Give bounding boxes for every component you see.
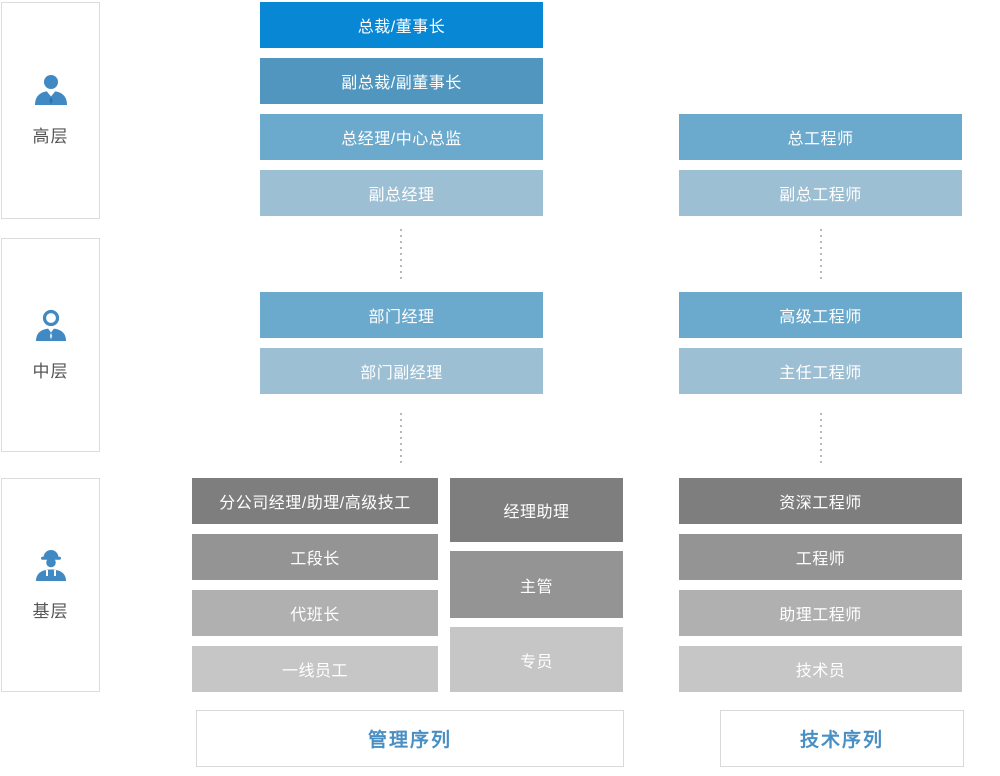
mgmt-role-box-frontline-staff: 一线员工 (192, 646, 438, 692)
mgmt-role-box-shift-leader: 代班长 (192, 590, 438, 636)
tech-role-box-assistant-engineer: 助理工程师 (679, 590, 962, 636)
tech-role-box-veteran-engineer: 资深工程师 (679, 478, 962, 524)
mgmt-role-box-dept-manager: 部门经理 (260, 292, 543, 338)
executive-icon (34, 75, 67, 105)
mgmt-role-box-deputy-dept-manager: 部门副经理 (260, 348, 543, 394)
tech-role-box-senior-engineer: 高级工程师 (679, 292, 962, 338)
mgmt-role-box-supervisor: 主管 (450, 551, 623, 618)
mgmt-role-box-vice-president: 副总裁/副董事长 (260, 58, 543, 104)
tech-role-box-chief-engineer: 总工程师 (679, 114, 962, 160)
level-label: 高层 (32, 127, 69, 146)
mgmt-role-box-section-chief: 工段长 (192, 534, 438, 580)
management-sequence-label: 管理序列 (196, 710, 624, 767)
manager-icon (35, 309, 66, 341)
dotted-connector (820, 413, 822, 463)
level-label: 中层 (32, 361, 69, 381)
dotted-connector (400, 413, 402, 463)
tech-role-box-engineer: 工程师 (679, 534, 962, 580)
mgmt-role-box-general-manager: 总经理/中心总监 (260, 114, 543, 160)
mgmt-role-box-president: 总裁/董事长 (260, 2, 543, 48)
tech-role-box-deputy-chief-engineer: 副总工程师 (679, 170, 962, 216)
level-label: 基层 (32, 601, 69, 621)
tech-role-box-technician: 技术员 (679, 646, 962, 692)
mgmt-role-box-deputy-gm: 副总经理 (260, 170, 543, 216)
mgmt-role-box-specialist: 专员 (450, 627, 623, 692)
dotted-connector (820, 229, 822, 279)
level-card-middle: 中层 (1, 238, 100, 452)
mgmt-role-box-manager-assistant: 经理助理 (450, 478, 623, 542)
dotted-connector (400, 229, 402, 279)
level-card-base: 基层 (1, 478, 100, 692)
mgmt-role-box-branch-manager: 分公司经理/助理/高级技工 (192, 478, 438, 524)
technical-sequence-label: 技术序列 (720, 710, 964, 767)
worker-icon (35, 549, 66, 581)
tech-role-box-principal-engineer: 主任工程师 (679, 348, 962, 394)
level-card-top: 高层 (1, 2, 100, 219)
